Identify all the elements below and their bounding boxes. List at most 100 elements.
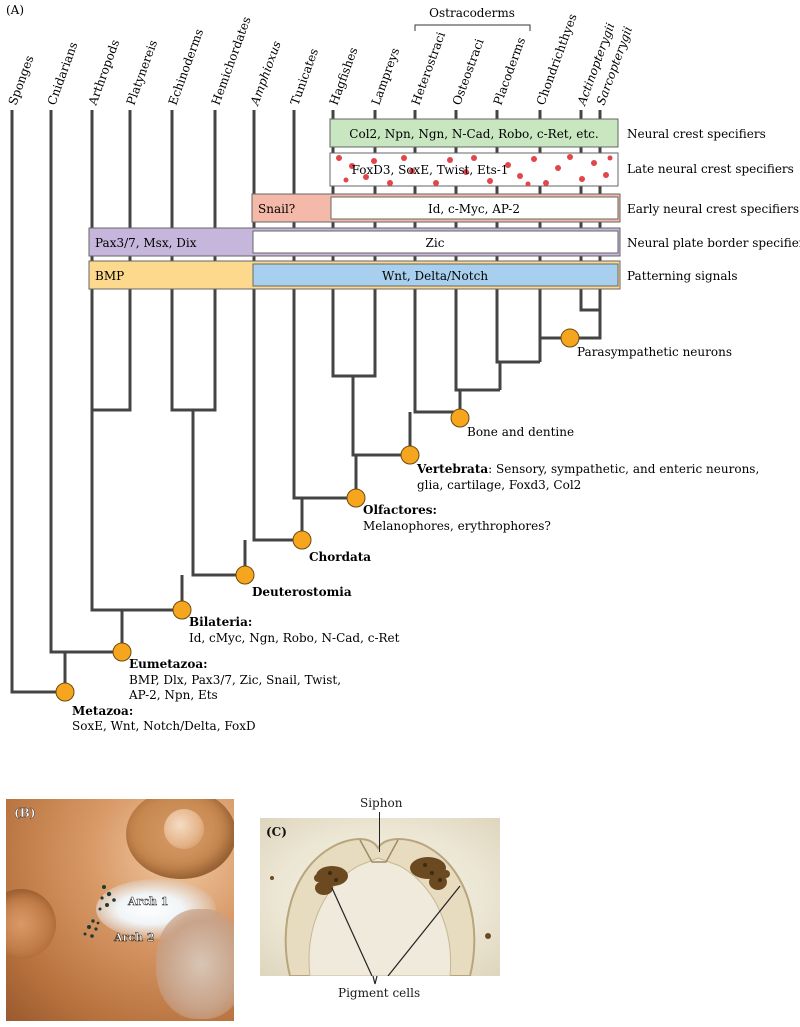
node-markers — [55, 328, 580, 702]
pointer-left — [331, 887, 373, 976]
red-dot — [409, 168, 415, 174]
panel-b-label: (B) — [14, 806, 36, 820]
eumetazoa-genes-1: BMP, Dlx, Pax3/7, Zic, Snail, Twist, — [129, 673, 341, 687]
taxon-label: Placoderms — [491, 35, 528, 107]
photo-b-overlay: (B) Arch 1 Arch 2 — [14, 806, 169, 944]
late-neural-crest-label: Late neural crest specifiers — [627, 162, 794, 176]
node-bone-dentine — [450, 408, 470, 428]
vertebrata-traits-2: glia, cartilage, Foxd3, Col2 — [417, 478, 581, 492]
taxon-label: Echinoderms — [166, 27, 207, 107]
ostracoderms-bracket — [414, 24, 531, 31]
siphon-pointer — [379, 812, 380, 852]
branch-ambulacraria — [191, 410, 245, 577]
ostracoderms-label: Ostracoderms — [429, 6, 515, 20]
node-deuterostomia — [235, 565, 255, 585]
pigment-pointer-join — [372, 975, 378, 985]
pigment-spots — [83, 885, 116, 938]
photo-c-overlay: (C) — [266, 825, 491, 976]
patterning-signals-label: Patterning signals — [627, 269, 738, 283]
red-dot — [543, 180, 549, 186]
red-dot — [447, 157, 453, 163]
ascidian-inner — [308, 857, 452, 976]
red-dot — [371, 158, 377, 164]
olfactores-title: Olfactores: — [363, 503, 437, 517]
panel-a-label: (A) — [6, 3, 24, 17]
olfactores-traits: Melanophores, erythrophores? — [363, 519, 551, 533]
pointer-right — [387, 885, 461, 976]
red-dot — [567, 154, 573, 160]
taxon-label: Hemichordates — [209, 15, 254, 107]
embryo-cell-mass — [156, 909, 234, 1019]
taxon-label: Tunicates — [288, 47, 321, 107]
red-dot — [525, 181, 531, 187]
bar-late-neural-crest-specifiers: FoxD3, SoxE, Twist, Ets-1 Late neural cr… — [329, 152, 794, 187]
bar-neural-crest-specifiers: Col2, Npn, Ngn, N-Cad, Robo, c-Ret, etc.… — [329, 118, 766, 148]
neural-plate-border-label: Neural plate border specifiers — [627, 236, 800, 250]
siphon-label: Siphon — [360, 796, 403, 810]
vertebrata-title: Vertebrata — [416, 462, 488, 476]
parasympathetic-label: Parasympathetic neurons — [577, 345, 732, 359]
panel-c-label: (C) — [266, 825, 287, 839]
taxon-label: Osteostraci — [450, 37, 487, 107]
taxon-label: Lampreys — [369, 46, 403, 107]
pigment-dark-dots — [328, 863, 442, 882]
late-neural-crest-genes: FoxD3, SoxE, Twist, Ets-1 — [352, 163, 509, 177]
zic-label: Zic — [426, 236, 445, 250]
taxon-label: Heterostraci — [409, 30, 449, 107]
metazoa-title: Metazoa: — [72, 704, 133, 718]
branch-cnidarians — [49, 110, 122, 654]
red-dot — [603, 172, 609, 178]
bar-neural-plate-border-specifiers: Pax3/7, Msx, Dix Zic Neural plate border… — [88, 227, 800, 257]
neural-crest-genes: Col2, Npn, Ngn, N-Cad, Robo, c-Ret, etc. — [349, 127, 598, 141]
node-vertebrata — [400, 445, 420, 465]
red-dot — [487, 178, 493, 184]
red-dot — [517, 173, 523, 179]
pax-msx-dix-label: Pax3/7, Msx, Dix — [95, 236, 197, 250]
red-dot — [363, 174, 369, 180]
taxon-label: Amphioxus — [247, 39, 283, 108]
red-dot — [463, 169, 469, 175]
vertebrata-traits-1: Sensory, sympathetic, and enteric neuron… — [496, 462, 759, 476]
node-chordata — [292, 530, 312, 550]
siphon-opening — [359, 839, 399, 863]
branch-gnathostome-join — [570, 310, 602, 340]
arch-1-label: Arch 1 — [127, 895, 169, 908]
red-dot — [401, 155, 407, 161]
node-annotations: Metazoa: SoxE, Wnt, Notch/Delta, FoxD Eu… — [72, 345, 759, 733]
bilateria-genes: Id, cMyc, Ngn, Robo, N-Cad, c-Ret — [189, 631, 400, 645]
taxon-label: Arthropods — [85, 38, 122, 108]
red-dots-pattern — [336, 154, 613, 187]
node-olfactores — [346, 488, 366, 508]
arch-2-label: Arch 2 — [113, 931, 155, 944]
red-dot — [387, 180, 393, 186]
branch-cyclostome-stem — [351, 376, 410, 457]
node-parasympathetic — [560, 328, 580, 348]
taxon-label: Chondrichthyes — [534, 12, 580, 107]
snail-label: Snail? — [258, 202, 295, 216]
neural-crest-label: Neural crest specifiers — [627, 127, 766, 141]
red-dot — [471, 155, 477, 161]
red-dot — [343, 177, 349, 183]
deuterostomia-title: Deuterostomia — [252, 585, 352, 599]
bilateria-title: Bilateria: — [189, 615, 252, 629]
branch-platynereis — [92, 110, 132, 412]
early-neural-crest-genes: Id, c-Myc, AP-2 — [428, 202, 520, 216]
embryo-pit-shape — [164, 809, 204, 849]
red-dot — [591, 160, 597, 166]
metazoa-genes: SoxE, Wnt, Notch/Delta, FoxD — [72, 719, 256, 733]
eumetazoa-genes-2: AP-2, Npn, Ets — [128, 688, 218, 702]
red-dot — [505, 162, 511, 168]
branch-arthropods — [90, 110, 182, 612]
bar-early-neural-crest-specifiers: Snail? Id, c-Myc, AP-2 Early neural cres… — [251, 193, 799, 223]
bar-patterning-signals: BMP Wnt, Delta/Notch Patterning signals — [88, 260, 738, 290]
early-neural-crest-label: Early neural crest specifiers — [627, 202, 799, 216]
pigment-clusters — [270, 857, 491, 939]
taxon-label: Hagfishes — [327, 45, 361, 107]
taxon-label: Sponges — [6, 54, 37, 107]
taxon-label: Platynereis — [124, 38, 161, 107]
vertebrata-line-1: Vertebrata: Sensory, sympathetic, and en… — [416, 462, 759, 476]
red-dot — [579, 176, 585, 182]
bone-dentine-label: Bone and dentine — [467, 425, 574, 439]
